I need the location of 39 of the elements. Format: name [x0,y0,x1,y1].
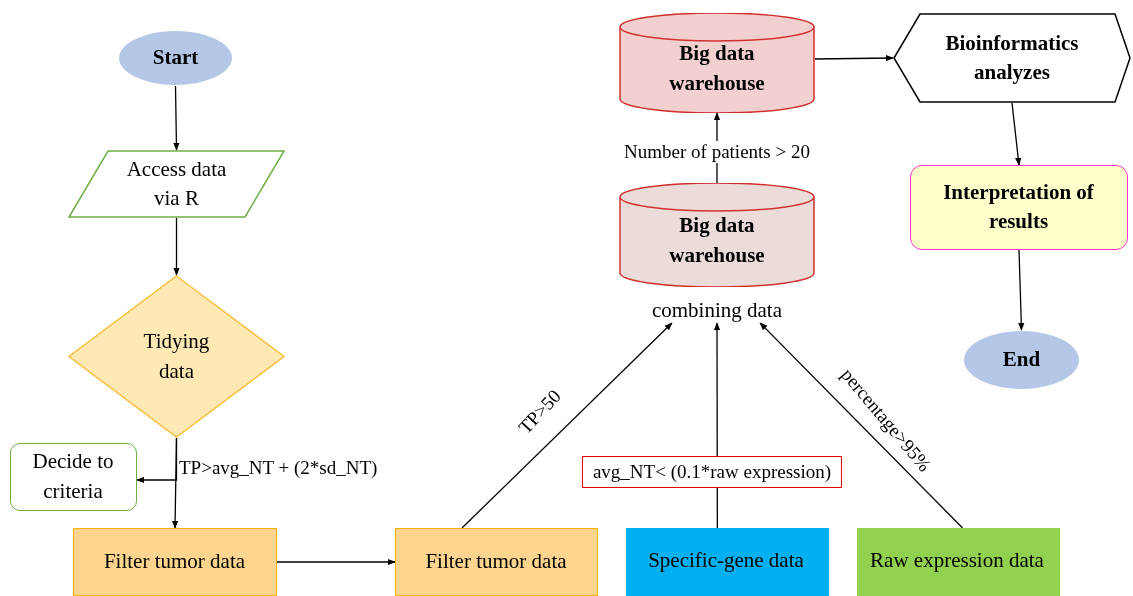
node-label: Interpretation of results [942,178,1095,235]
arrow [1011,102,1022,166]
caption-text: combining data [650,298,784,323]
node-label: Access data via R [125,155,228,212]
process-box [395,528,598,596]
node-label: Filter tumor data [103,547,246,575]
condition-box: avg_NT< (0.1*raw expression) [581,456,843,488]
node-label: Specific-gene data [648,546,804,574]
decision-diamond [68,275,285,438]
arrow [276,558,396,566]
node-label: End [1002,346,1041,374]
node-label: Tidying data [142,328,211,385]
edge-label: TP>avg_NT + (2*sd_NT) [179,457,378,479]
arrow [173,85,180,151]
arrow [173,217,180,276]
data-box [857,528,1060,596]
process-box [10,443,137,511]
input-parallelogram [68,150,285,218]
data-box [626,528,829,596]
process-box [73,528,277,596]
terminal-ellipse [118,30,233,86]
edge-label: Number of patients > 20 [622,141,812,163]
arrow [814,54,894,62]
arrow [136,437,178,484]
node-label: Big data warehouse [668,40,766,97]
result-box [910,165,1128,250]
node-label: Decide to criteria [31,448,115,505]
arrow [461,322,673,529]
arrow [1018,249,1025,331]
arrow [759,322,964,529]
database-cylinder [619,13,815,113]
node-label: Start [152,44,199,72]
node-label: Raw expression data [870,546,1044,574]
process-hexagon [893,13,1131,103]
terminal-ellipse [963,330,1080,390]
node-label: Filter tumor data [425,547,567,575]
node-label: Bioinformatics analyzes [944,29,1080,86]
node-label: Big data warehouse [668,212,766,269]
database-cylinder [619,183,815,323]
